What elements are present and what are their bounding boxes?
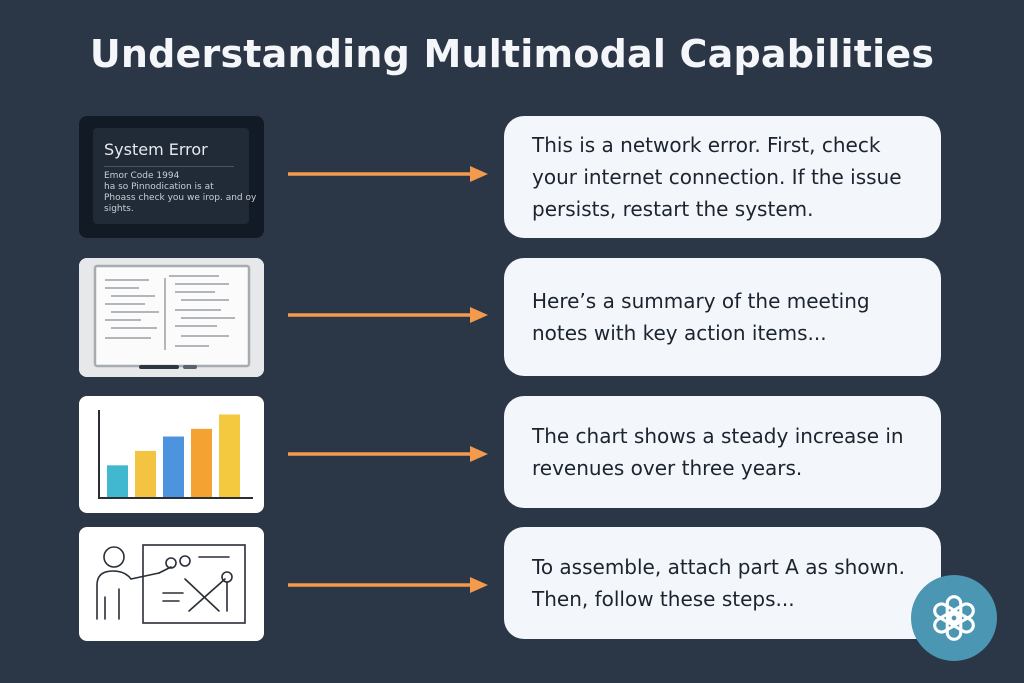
error-body: Emor Code 1994 ha so Pinnodication is at… — [104, 171, 257, 214]
error-title: System Error — [104, 140, 208, 159]
bar-chart — [98, 410, 253, 499]
page-title: Understanding Multimodal Capabilities — [89, 32, 935, 76]
response-bubble: To assemble, attach part A as shown. The… — [504, 527, 941, 639]
chart-bar — [219, 414, 240, 497]
response-text: The chart shows a steady increase in rev… — [532, 424, 904, 480]
error-panel: System Error Emor Code 1994 ha so Pinnod… — [93, 128, 256, 224]
arrow-icon — [288, 166, 488, 182]
chart-bar — [163, 436, 184, 497]
whiteboard-icon — [79, 258, 264, 377]
presenter-icon — [96, 544, 246, 624]
instruction-diagram-thumbnail — [79, 527, 264, 641]
response-text: Here’s a summary of the meeting notes wi… — [532, 289, 870, 345]
bar-chart-thumbnail — [79, 396, 264, 513]
response-bubble: The chart shows a steady increase in rev… — [504, 396, 941, 508]
openai-logo-icon — [911, 575, 997, 661]
response-text: This is a network error. First, check yo… — [532, 133, 902, 221]
arrow-icon — [288, 446, 488, 462]
arrow-icon — [288, 307, 488, 323]
whiteboard-thumbnail — [79, 258, 264, 377]
chart-bar — [135, 450, 156, 497]
error-divider — [104, 166, 234, 167]
response-bubble: This is a network error. First, check yo… — [504, 116, 941, 238]
error-screenshot-thumbnail: System Error Emor Code 1994 ha so Pinnod… — [79, 116, 264, 238]
response-text: To assemble, attach part A as shown. The… — [532, 555, 905, 611]
chart-bar — [191, 428, 212, 497]
chart-bar — [107, 465, 128, 497]
response-bubble: Here’s a summary of the meeting notes wi… — [504, 258, 941, 376]
arrow-icon — [288, 577, 488, 593]
